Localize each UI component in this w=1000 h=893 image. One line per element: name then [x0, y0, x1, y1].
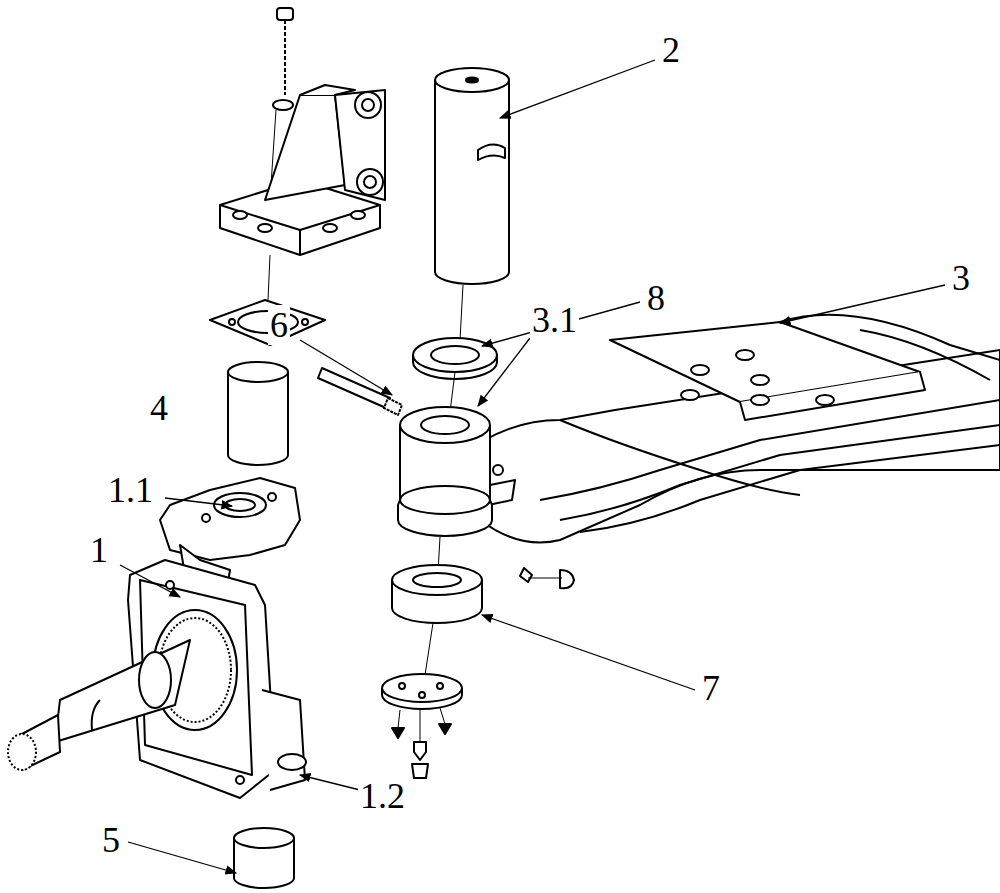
lower-bushing	[234, 828, 294, 888]
bracket	[210, 8, 385, 345]
washer	[413, 338, 497, 412]
callout-number: 3	[950, 258, 972, 298]
kingpin	[435, 68, 509, 340]
callout-number: 1.2	[358, 776, 407, 816]
callout-number: 1	[88, 530, 110, 570]
callout-number: 8	[645, 278, 667, 318]
callout-number: 6	[268, 305, 290, 345]
callout-number: 1.1	[106, 470, 155, 510]
upper-bushing	[228, 362, 288, 465]
callout-number: 3.1	[530, 300, 579, 340]
callout-number: 5	[100, 820, 122, 860]
thrust-bearing	[392, 565, 482, 675]
callout-number: 4	[148, 388, 170, 428]
axle-beam	[480, 315, 1000, 589]
steering-knuckle	[8, 478, 306, 798]
callout-number: 7	[700, 668, 722, 708]
boss	[398, 407, 492, 572]
leader-lines	[120, 60, 945, 873]
callout-number: 2	[660, 30, 682, 70]
wedge-bolt	[318, 368, 402, 415]
lower-cap	[382, 578, 562, 778]
